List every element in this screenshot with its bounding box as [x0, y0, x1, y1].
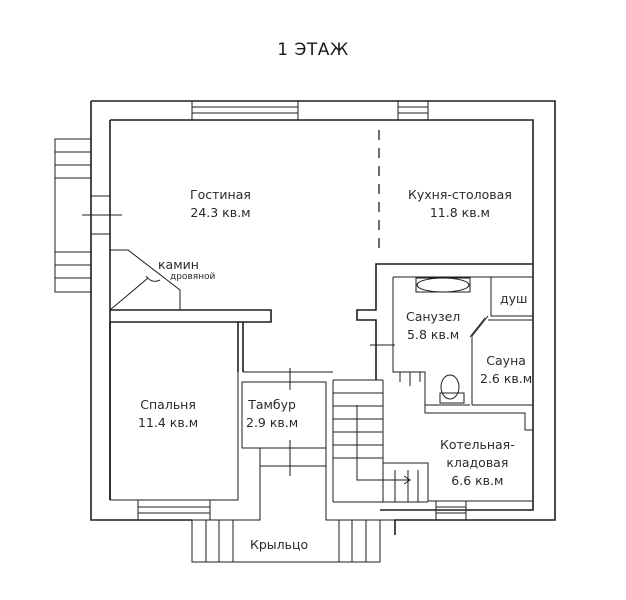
room-sauna: Сауна 2.6 кв.м — [480, 352, 532, 388]
fireplace-label: камин — [158, 256, 199, 274]
fireplace-type: дровяной — [170, 272, 216, 282]
vestibule-walls — [241, 368, 333, 476]
floor-title: 1 ЭТАЖ — [277, 40, 349, 60]
room-bathroom: Санузел 5.8 кв.м — [406, 308, 460, 344]
room-area: 24.3 кв.м — [190, 205, 251, 220]
room-area: 5.8 кв.м — [407, 327, 460, 342]
room-name: душ — [500, 291, 528, 306]
room-name: Гостиная — [190, 187, 251, 202]
room-living: Гостиная 24.3 кв.м — [190, 186, 251, 222]
room-area: 2.9 кв.м — [246, 415, 299, 430]
room-name: Санузел — [406, 309, 461, 324]
room-name: Сауна — [486, 353, 526, 368]
window-top-living — [191, 101, 299, 120]
room-name: Тамбур — [248, 397, 296, 412]
room-name: Крыльцо — [250, 537, 309, 552]
room-area: 11.8 кв.м — [429, 205, 490, 220]
room-bedroom: Спальня 11.4 кв.м — [138, 396, 198, 432]
room-name-2: кладовая — [446, 455, 509, 470]
room-boiler: Котельная- кладовая 6.6 кв.м — [440, 436, 515, 490]
staircase — [332, 379, 428, 503]
left-terrace — [54, 138, 122, 293]
room-area: 11.4 кв.м — [138, 415, 199, 430]
room-name: Спальня — [140, 397, 196, 412]
room-kitchen: Кухня-столовая 11.8 кв.м — [408, 186, 512, 222]
fireplace-sublabel: дровяной — [170, 272, 215, 283]
boiler-walls — [382, 380, 533, 520]
room-area: 2.6 кв.м — [480, 371, 533, 386]
room-area: 6.6 кв.м — [451, 473, 504, 488]
room-porch: Крыльцо — [250, 536, 308, 554]
fireplace-name: камин — [158, 257, 199, 272]
room-vestibule: Тамбур 2.9 кв.м — [246, 396, 298, 432]
window-top-kitchen — [397, 101, 429, 120]
room-name: Кухня-столовая — [408, 187, 512, 202]
bedroom-walls — [91, 321, 261, 521]
room-name: Котельная- — [440, 437, 515, 452]
fireplace — [109, 249, 181, 311]
bathroom-walls — [356, 263, 533, 406]
porch — [191, 466, 395, 563]
room-shower: душ — [500, 290, 527, 308]
